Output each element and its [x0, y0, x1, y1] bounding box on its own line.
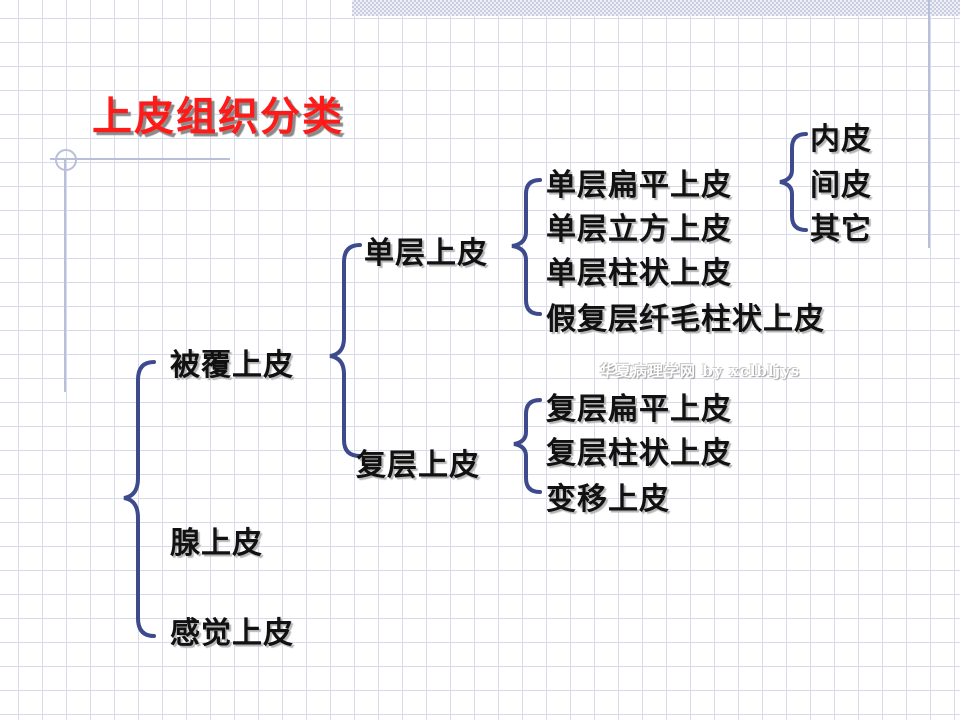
node-simple-columnar: 单层柱状上皮 [546, 256, 732, 291]
node-glandular-epithelium: 腺上皮 [170, 526, 263, 561]
node-covering-epithelium: 被覆上皮 [170, 348, 294, 383]
decorative-horizontal-line [50, 158, 230, 160]
node-stratified-columnar: 复层柱状上皮 [546, 436, 732, 471]
node-pseudostratified: 假复层纤毛柱状上皮 [546, 302, 825, 337]
page-title: 上皮组织分类 [92, 94, 344, 140]
node-simple-squamous: 单层扁平上皮 [546, 168, 732, 203]
node-simple-cuboidal: 单层立方上皮 [546, 212, 732, 247]
brace-level1 [123, 360, 156, 638]
node-other: 其它 [810, 212, 872, 247]
decorative-circle [55, 149, 77, 171]
node-mesothelium: 间皮 [810, 168, 872, 203]
node-transitional: 变移上皮 [546, 482, 670, 517]
watermark-text: 华夏病理学网 by xclbljys [600, 362, 801, 380]
node-endothelium: 内皮 [810, 122, 872, 157]
node-simple-epithelium: 单层上皮 [364, 236, 488, 271]
node-stratified-squamous: 复层扁平上皮 [546, 392, 732, 427]
brace-simple [511, 178, 542, 316]
decorative-vertical-line-left [64, 160, 66, 392]
node-stratified-epithelium: 复层上皮 [356, 448, 480, 483]
top-decorative-band [352, 0, 960, 16]
brace-squamous [779, 132, 808, 232]
decorative-vertical-line-right [928, 0, 930, 248]
brace-stratified [513, 398, 542, 494]
brace-covering [329, 243, 362, 458]
node-sensory-epithelium: 感觉上皮 [170, 616, 294, 651]
